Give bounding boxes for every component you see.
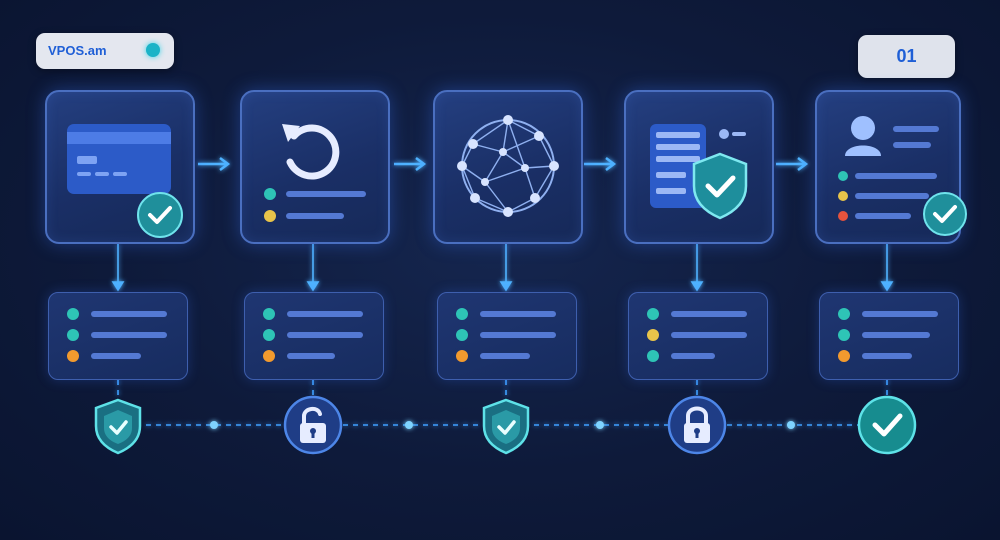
arrow-down-2 <box>306 244 320 292</box>
check-circle-icon <box>857 395 917 455</box>
step-tile-payment[interactable] <box>45 90 195 244</box>
credit-card-icon <box>67 124 171 194</box>
step-badge: 01 <box>858 35 955 78</box>
arrow-right-1 <box>198 157 231 171</box>
timeline-node <box>210 421 218 429</box>
arrow-down-4 <box>690 244 704 292</box>
step-tile-customer[interactable] <box>815 90 967 244</box>
status-list <box>456 308 556 362</box>
shield-check-icon <box>94 398 142 455</box>
status-dot <box>146 43 160 57</box>
unlock-icon[interactable] <box>282 394 344 456</box>
detail-card <box>244 292 384 380</box>
arrow-down-3 <box>499 244 513 292</box>
detail-card <box>819 292 959 380</box>
step-tile-network[interactable] <box>433 90 583 244</box>
step-tile-verification[interactable] <box>624 90 774 244</box>
arrow-right-2 <box>394 157 427 171</box>
brand-name: VPOS.am <box>48 43 107 58</box>
brand-badge: VPOS.am <box>36 33 174 69</box>
step-tile-refund[interactable] <box>240 90 390 244</box>
check-badge-icon <box>923 192 967 236</box>
arrow-right-3 <box>584 157 617 171</box>
status-list <box>263 308 363 362</box>
detail-card <box>48 292 188 380</box>
server-shield-icon <box>650 124 748 220</box>
timeline-node <box>787 421 795 429</box>
shield-check-icon <box>482 398 530 455</box>
detail-card <box>628 292 768 380</box>
detail-card <box>437 292 577 380</box>
arrow-down-5 <box>880 244 894 292</box>
arrow-down-1 <box>111 244 125 292</box>
status-list <box>67 308 167 362</box>
check-badge-icon <box>137 192 183 238</box>
network-globe-icon <box>457 115 559 217</box>
refresh-icon <box>282 124 340 180</box>
status-list <box>264 188 366 222</box>
lock-icon[interactable] <box>666 394 728 456</box>
user-profile-icon <box>838 116 939 221</box>
timeline-node <box>405 421 413 429</box>
status-list <box>647 308 747 362</box>
status-list <box>838 308 938 362</box>
step-number: 01 <box>896 46 917 66</box>
arrow-right-4 <box>776 157 809 171</box>
timeline-node <box>596 421 604 429</box>
